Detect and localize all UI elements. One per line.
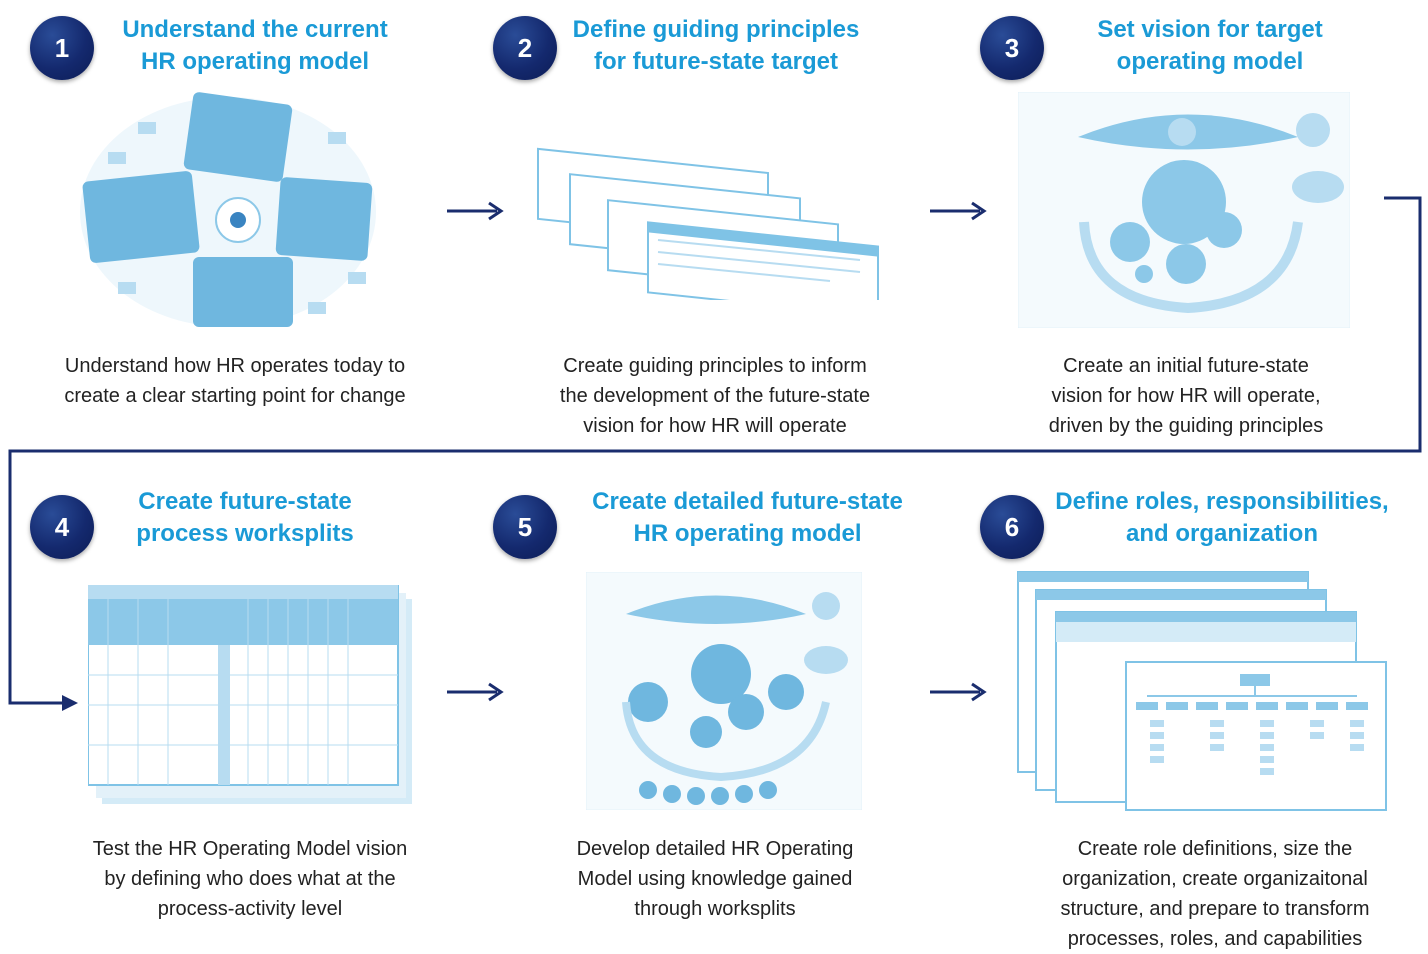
step-title: Define roles, responsibilities, and orga… bbox=[1055, 488, 1389, 547]
step-description: Develop detailed HR Operating Model usin… bbox=[576, 838, 854, 920]
step-title: Define guiding principles for future-sta… bbox=[572, 16, 860, 75]
step-description: Create role definitions, size the organi… bbox=[1060, 838, 1370, 950]
step-number-badge: 1 bbox=[30, 16, 94, 80]
detailed-operating-model-illustration bbox=[586, 572, 862, 810]
step-number-badge: 2 bbox=[493, 16, 557, 80]
arrow-right-icon bbox=[930, 682, 987, 702]
step-title: Set vision for target operating model bbox=[1097, 16, 1323, 75]
step-title: Create future-state process worksplits bbox=[136, 488, 354, 547]
roles-org-chart-illustration bbox=[1017, 571, 1387, 811]
step-description: Understand how HR operates today to crea… bbox=[64, 355, 406, 407]
step-description: Create an initial future-state vision fo… bbox=[1048, 355, 1324, 437]
step-number-badge: 3 bbox=[980, 16, 1044, 80]
step-description: Create guiding principles to inform the … bbox=[559, 355, 871, 437]
arrow-right-icon bbox=[930, 201, 987, 221]
target-model-vision-illustration bbox=[1018, 92, 1350, 328]
step-number-badge: 4 bbox=[30, 495, 94, 559]
step-description: Test the HR Operating Model vision by de… bbox=[92, 838, 408, 920]
guiding-principles-docs-illustration bbox=[537, 147, 879, 300]
step-title: Understand the current HR operating mode… bbox=[122, 16, 388, 75]
process-worksplits-table-illustration bbox=[88, 585, 412, 804]
arrow-right-icon bbox=[447, 682, 504, 702]
current-hr-map-illustration bbox=[80, 92, 376, 327]
step-number-badge: 6 bbox=[980, 495, 1044, 559]
arrow-right-icon bbox=[447, 201, 504, 221]
step-number-badge: 5 bbox=[493, 495, 557, 559]
step-title: Create detailed future-state HR operatin… bbox=[592, 488, 903, 547]
